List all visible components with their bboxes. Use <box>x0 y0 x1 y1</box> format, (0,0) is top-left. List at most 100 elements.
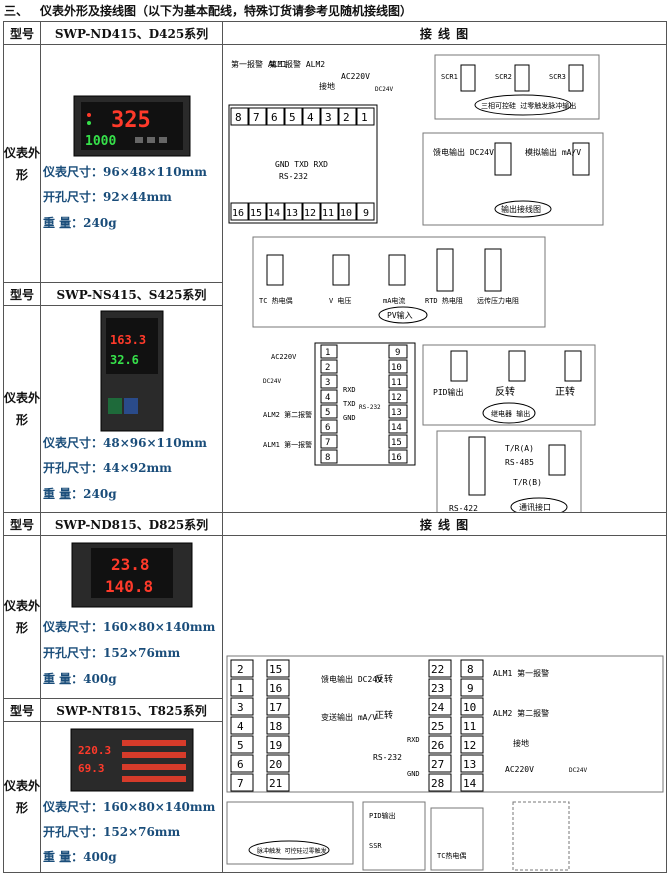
spec-table: 型号 SWP-ND415、D425系列 接 线 图 仪表外形 325 1000 … <box>3 21 667 873</box>
svg-text:10: 10 <box>463 701 476 714</box>
top-terminals: 8 7 6 5 4 3 2 1 <box>230 107 375 126</box>
heading-text: 仪表外形及接线图（以下为基本配线，特殊订货请参考见随机接线图） <box>40 4 413 18</box>
bottom-terminals: 16 15 14 13 12 11 10 9 <box>230 202 375 221</box>
svg-text:TC热电偶: TC热电偶 <box>437 851 466 860</box>
meter-photo-4: 220.3 69.3 <box>70 728 193 792</box>
svg-text:RS-422: RS-422 <box>449 504 478 512</box>
svg-text:TXD: TXD <box>343 400 356 408</box>
side-label-3: 仪表外形 <box>3 535 41 699</box>
cutout-2: 开孔尺寸：44×92mm <box>43 461 172 475</box>
svg-text:10: 10 <box>391 363 402 373</box>
svg-text:7: 7 <box>325 438 330 448</box>
svg-text:DC24V: DC24V <box>569 767 587 774</box>
svg-text:24: 24 <box>431 701 445 714</box>
ground-label: 接地 <box>319 81 335 91</box>
svg-text:12: 12 <box>463 739 476 752</box>
svg-text:25: 25 <box>431 720 444 733</box>
svg-text:6: 6 <box>237 758 244 771</box>
svg-text:mA电流: mA电流 <box>383 296 405 305</box>
svg-text:通讯接口: 通讯接口 <box>519 502 551 512</box>
heading-number: 三、 <box>4 4 29 18</box>
dims-3: 仪表尺寸：160×80×140mm <box>43 620 216 634</box>
comm-box <box>436 430 582 512</box>
model-name-3: SWP-ND815、D825系列 <box>40 512 223 536</box>
svg-text:15: 15 <box>269 663 282 676</box>
dims-4: 仪表尺寸：160×80×140mm <box>43 800 216 815</box>
model-row-2: 型号 SWP-NS415、S425系列 <box>3 282 667 306</box>
terminal-block-2 <box>314 342 416 466</box>
svg-text:27: 27 <box>431 758 444 771</box>
display-bottom-4: 69.3 <box>78 762 105 775</box>
svg-text:13: 13 <box>391 408 402 418</box>
svg-text:11: 11 <box>463 720 476 733</box>
svg-text:7: 7 <box>237 777 244 790</box>
svg-text:9: 9 <box>363 208 369 219</box>
weight-2: 重 量：240g <box>43 487 117 501</box>
svg-text:3: 3 <box>237 701 244 714</box>
svg-text:11: 11 <box>391 378 402 388</box>
svg-text:18: 18 <box>269 720 282 733</box>
svg-text:7: 7 <box>253 111 260 124</box>
output-box <box>422 132 604 226</box>
wiring-diagram-cell-3: 2 1 3 4 5 6 7 15 16 17 18 19 20 21 22 23 <box>222 535 667 873</box>
model-label-1: 型号 <box>3 21 41 45</box>
svg-text:变送输出 mA/V: 变送输出 mA/V <box>321 712 377 722</box>
svg-text:RS-232: RS-232 <box>373 753 402 762</box>
output-label: 输出接线图 <box>501 204 541 214</box>
display-top-1: 325 <box>111 108 151 133</box>
wiring-diagram-1: 第一报警 ALM1 第二报警 ALM2 接地 AC220V DC24V 8 7 … <box>228 54 604 512</box>
svg-text:16: 16 <box>232 208 244 219</box>
svg-text:9: 9 <box>467 682 474 695</box>
alm1-label: 第一报警 ALM1 <box>231 59 287 69</box>
spec-cell-2: 163.3 32.6 仪表尺寸：48×96×110mm 开孔尺寸：44×92mm… <box>40 305 223 513</box>
svg-text:4: 4 <box>237 720 244 733</box>
svg-text:RXD: RXD <box>343 386 356 394</box>
spec-cell-1: 325 1000 仪表尺寸：96×48×110mm 开孔尺寸：92×44mm 重… <box>40 44 223 283</box>
dims-2: 仪表尺寸：48×96×110mm <box>43 436 207 450</box>
meter-photo-2: 163.3 32.6 <box>100 310 163 432</box>
svg-text:PID输出: PID输出 <box>369 811 396 820</box>
svg-text:20: 20 <box>269 758 282 771</box>
svg-text:脉冲触发 可控硅过零触发: 脉冲触发 可控硅过零触发 <box>257 847 327 855</box>
svg-text:6: 6 <box>325 423 330 433</box>
model-row-1: 型号 SWP-ND415、D425系列 接 线 图 <box>3 21 667 45</box>
svg-text:8: 8 <box>235 111 242 124</box>
svg-text:14: 14 <box>463 777 477 790</box>
svg-text:1: 1 <box>325 348 330 358</box>
svg-text:3: 3 <box>325 378 330 388</box>
svg-text:2: 2 <box>343 111 350 124</box>
model-label-4: 型号 <box>3 697 41 723</box>
svg-text:RS-232: RS-232 <box>359 404 381 411</box>
scr1-label: SCR1 <box>441 73 458 81</box>
display-top-3: 23.8 <box>111 555 150 574</box>
display-bottom-3: 140.8 <box>105 577 153 596</box>
svg-text:继电器 输出: 继电器 输出 <box>491 409 530 418</box>
w2-alm2: ALM2 第二报警 <box>263 410 312 419</box>
wiring-label-3: 接 线 图 <box>222 512 667 536</box>
svg-text:2: 2 <box>237 663 244 676</box>
svg-text:5: 5 <box>325 408 330 418</box>
svg-text:13: 13 <box>286 208 298 219</box>
svg-text:16: 16 <box>391 453 402 463</box>
svg-text:AC220V: AC220V <box>505 765 534 774</box>
terminal-block-3 <box>226 655 664 793</box>
dims-1: 仪表尺寸：96×48×110mm <box>43 165 207 179</box>
svg-text:3: 3 <box>325 111 332 124</box>
side-label-4: 仪表外形 <box>3 721 41 873</box>
svg-text:26: 26 <box>431 739 444 752</box>
w2-power: AC220V <box>271 353 297 361</box>
svg-text:正转: 正转 <box>375 709 393 721</box>
display-top-4: 220.3 <box>78 744 111 757</box>
svg-text:GND: GND <box>407 770 420 778</box>
spec-cell-3: 23.8 140.8 仪表尺寸：160×80×140mm 开孔尺寸：152×76… <box>40 535 223 699</box>
w2-alm1: ALM1 第一报警 <box>263 440 312 449</box>
svg-text:11: 11 <box>322 208 334 219</box>
terminal-block-1 <box>228 104 378 224</box>
svg-text:T/R(A): T/R(A) <box>505 444 534 453</box>
svg-text:28: 28 <box>431 777 444 790</box>
svg-text:15: 15 <box>391 438 402 448</box>
cutout-3: 开孔尺寸：152×76mm <box>43 646 181 660</box>
svg-text:9: 9 <box>395 348 400 358</box>
display-bottom-2: 32.6 <box>110 353 139 367</box>
svg-text:19: 19 <box>269 739 282 752</box>
